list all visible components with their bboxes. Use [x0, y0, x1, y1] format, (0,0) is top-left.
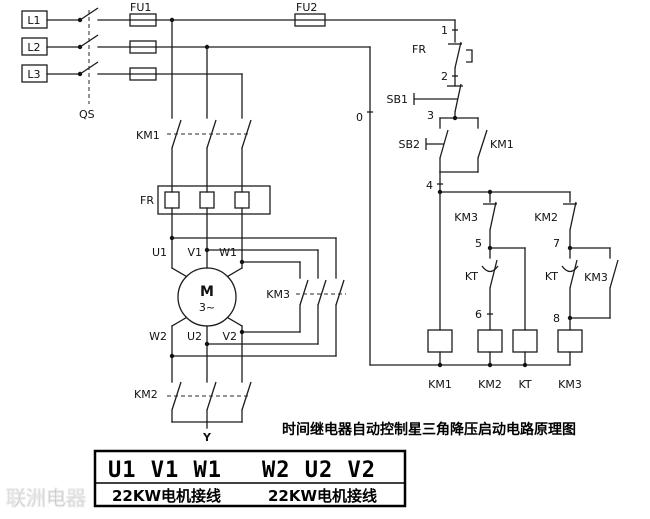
terminal-box-row1-right: W2 U2 V2 [262, 458, 376, 483]
fuse-fu2: FU2 [294, 1, 326, 27]
terminal-u2: U2 [187, 330, 202, 343]
phase-bus [155, 17, 456, 119]
fr-heater-a [164, 191, 180, 209]
fr-contact: FR 2 [412, 41, 473, 87]
terminal-box-outline [93, 449, 407, 508]
qs-label: QS [79, 108, 95, 121]
motor-phase: 3~ [199, 301, 215, 314]
coil-label-km2: KM2 [478, 378, 502, 391]
km3-aux-label: KM3 [584, 271, 608, 284]
node-label-1: 1 [441, 24, 448, 37]
km2-nc-label: KM2 [534, 211, 558, 224]
terminal-box-row1-left: U1 V1 W1 [108, 458, 222, 483]
terminal-box-row2-right: 22KW电机接线 [268, 487, 377, 505]
fr-heater-b [199, 191, 215, 209]
phase-label-l1: L1 [27, 14, 40, 27]
coil-km2 [477, 329, 503, 353]
node-label-2: 2 [441, 70, 448, 83]
kt-contact-a-label: KT [465, 270, 478, 283]
fr-outline [157, 185, 271, 215]
km2-main-label: KM2 [134, 388, 158, 401]
motor-letter: M [200, 284, 214, 300]
motor-leads-bottom: W2 U2 V2 [149, 316, 243, 383]
coil-km1 [427, 329, 453, 353]
km1-coil-branch: KM1 [427, 191, 453, 391]
coil-km3 [557, 329, 583, 353]
terminal-w1: W1 [219, 246, 237, 259]
caption: 时间继电器自动控制星三角降压启动电路原理图 [282, 421, 576, 438]
terminal-u1: U1 [152, 246, 167, 259]
km1-aux-label: KM1 [490, 138, 514, 151]
motor-leads-top: U1 V1 W1 [152, 207, 243, 278]
km1-main-label: KM1 [136, 129, 160, 142]
start-holding-branches: SB2 KM1 4 [398, 115, 514, 193]
node-label-8: 8 [553, 312, 560, 325]
fr-thermal-relay: FR [140, 185, 271, 215]
km1-main-contacts: KM1 [136, 119, 252, 193]
km3-nc-label: KM3 [454, 211, 478, 224]
node-label-7: 7 [553, 237, 560, 250]
kt-contact-b-label: KT [545, 270, 558, 283]
coil-label-km3: KM3 [558, 378, 582, 391]
phase-inputs: L1 L2 L3 [21, 10, 83, 83]
node-label-3: 3 [427, 109, 434, 122]
fr-contact-label: FR [412, 43, 426, 56]
node-label-5: 5 [475, 237, 482, 250]
sb1-stop-button: SB1 3 [386, 83, 463, 122]
branch-distribution [437, 189, 571, 195]
qs-switch: QS [79, 7, 131, 121]
control-rail: 1 [441, 19, 458, 43]
terminal-v1: V1 [187, 246, 202, 259]
terminal-v2: V2 [222, 330, 237, 343]
fr-heater-c [234, 191, 250, 209]
kt-coil-branch: KT [489, 247, 538, 391]
fuse-fu1: FU1 [129, 1, 157, 81]
coil-label-kt: KT [518, 378, 531, 391]
km2-coil-branch: KM3 5 KT 6 KM2 [454, 191, 503, 391]
terminal-box-row2-left: 22KW电机接线 [112, 487, 221, 505]
terminal-box: U1 V1 W1 W2 U2 V2 22KW电机接线 22KW电机接线 [93, 449, 407, 508]
km3-main-contacts: KM3 [169, 235, 346, 359]
km2-main-contacts: KM2 Y [134, 381, 252, 444]
sb1-label: SB1 [386, 93, 408, 106]
watermark: 联洲电器 [6, 486, 87, 510]
fuse-fu2-body [294, 13, 326, 27]
motor-symbol: M 3~ [177, 267, 237, 327]
phase-label-l3: L3 [27, 68, 40, 81]
fu2-label: FU2 [296, 1, 317, 14]
km3-main-label: KM3 [266, 288, 290, 301]
star-point-label: Y [202, 431, 212, 444]
node-label-6: 6 [475, 308, 482, 321]
fr-element-label: FR [140, 194, 154, 207]
km3-coil-branch: KM2 7 KT KM3 8 KM3 [534, 191, 619, 391]
node-label-4: 4 [426, 179, 433, 192]
sb2-label: SB2 [398, 138, 420, 151]
coil-kt [512, 329, 538, 353]
node-label-0: 0 [356, 111, 363, 124]
fu1-label: FU1 [130, 1, 151, 14]
coil-label-km1: KM1 [428, 378, 452, 391]
phase-label-l2: L2 [27, 41, 40, 54]
terminal-w2: W2 [149, 330, 167, 343]
neutral-return-line: 0 [356, 46, 571, 368]
